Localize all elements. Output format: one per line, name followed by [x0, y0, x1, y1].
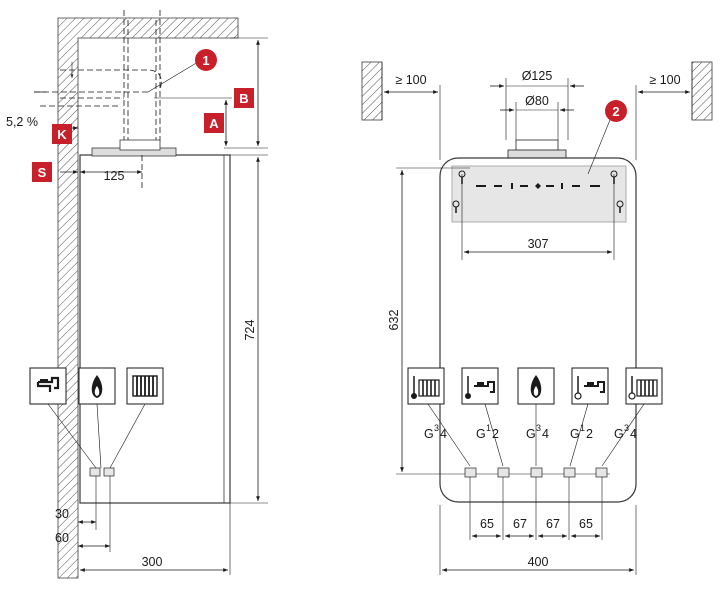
svg-text:G: G: [424, 427, 434, 441]
label-s: S: [32, 162, 52, 182]
callout-2: 2: [605, 100, 627, 122]
svg-text:2: 2: [492, 427, 499, 441]
dia-80: Ø80: [525, 94, 549, 108]
size-label-4: G 1 2: [570, 423, 593, 441]
spacing-4: 65: [579, 517, 593, 531]
label-k: K: [52, 124, 72, 144]
svg-text:G: G: [526, 427, 536, 441]
heating-flow-icon: [407, 367, 445, 405]
label-b: B: [234, 88, 254, 108]
gas-icon-front: [517, 367, 555, 405]
mounting-bracket: [451, 165, 627, 260]
svg-text:3: 3: [624, 423, 629, 433]
hot-water-icon: [29, 367, 67, 405]
svg-text:4: 4: [630, 427, 637, 441]
heating-return-icon: [625, 367, 663, 405]
spacing-1: 65: [480, 517, 494, 531]
svg-text:S: S: [38, 165, 47, 180]
svg-text:1: 1: [202, 53, 209, 68]
dim-300: 300: [142, 555, 163, 569]
slope-label: 5,2 %: [6, 115, 38, 129]
clearance-right: ≥ 100: [649, 73, 680, 87]
gas-icon: [78, 367, 116, 405]
dim-400: 400: [528, 555, 549, 569]
wall-left: [361, 61, 383, 121]
dim-724: 724: [243, 320, 257, 341]
radiator-icon: [126, 367, 164, 405]
wall-hatch: [57, 17, 239, 579]
svg-text:G: G: [570, 427, 580, 441]
hot-water-tap-icon: [461, 367, 499, 405]
spacing-3: 67: [546, 517, 560, 531]
svg-text:1: 1: [486, 423, 491, 433]
boiler-body-side: [79, 154, 231, 504]
svg-text:G: G: [476, 427, 486, 441]
svg-text:B: B: [239, 91, 248, 106]
size-label-2: G 1 2: [476, 423, 499, 441]
dim-632: 632: [387, 310, 401, 331]
dim-60: 60: [55, 531, 69, 545]
svg-text:3: 3: [434, 423, 439, 433]
side-view: K S A B 1 5,2 % 125 724 30 60 300: [6, 10, 268, 579]
dim-307: 307: [528, 237, 549, 251]
dim-30: 30: [55, 507, 69, 521]
connection-fittings: [464, 467, 608, 478]
spacing-2: 67: [513, 517, 527, 531]
size-label-3: G 3 4: [526, 423, 549, 441]
clearance-left: ≥ 100: [395, 73, 426, 87]
svg-text:K: K: [57, 127, 67, 142]
svg-text:4: 4: [440, 427, 447, 441]
wall-right: [691, 61, 713, 121]
boiler-body-front: [439, 157, 637, 503]
svg-text:4: 4: [542, 427, 549, 441]
label-a: A: [204, 113, 224, 133]
callout-1: 1: [195, 49, 217, 71]
size-label-1: G 3 4: [424, 423, 447, 441]
svg-text:A: A: [209, 116, 219, 131]
svg-text:3: 3: [536, 423, 541, 433]
svg-text:2: 2: [612, 104, 619, 119]
cold-water-tap-icon: [571, 367, 609, 405]
dia-125: Ø125: [522, 69, 553, 83]
svg-text:G: G: [614, 427, 624, 441]
size-label-5: G 3 4: [614, 423, 637, 441]
front-view: ≥ 100 ≥ 100 Ø125 Ø80: [361, 61, 713, 575]
dim-125: 125: [104, 169, 125, 183]
svg-text:1: 1: [580, 423, 585, 433]
svg-text:2: 2: [586, 427, 593, 441]
